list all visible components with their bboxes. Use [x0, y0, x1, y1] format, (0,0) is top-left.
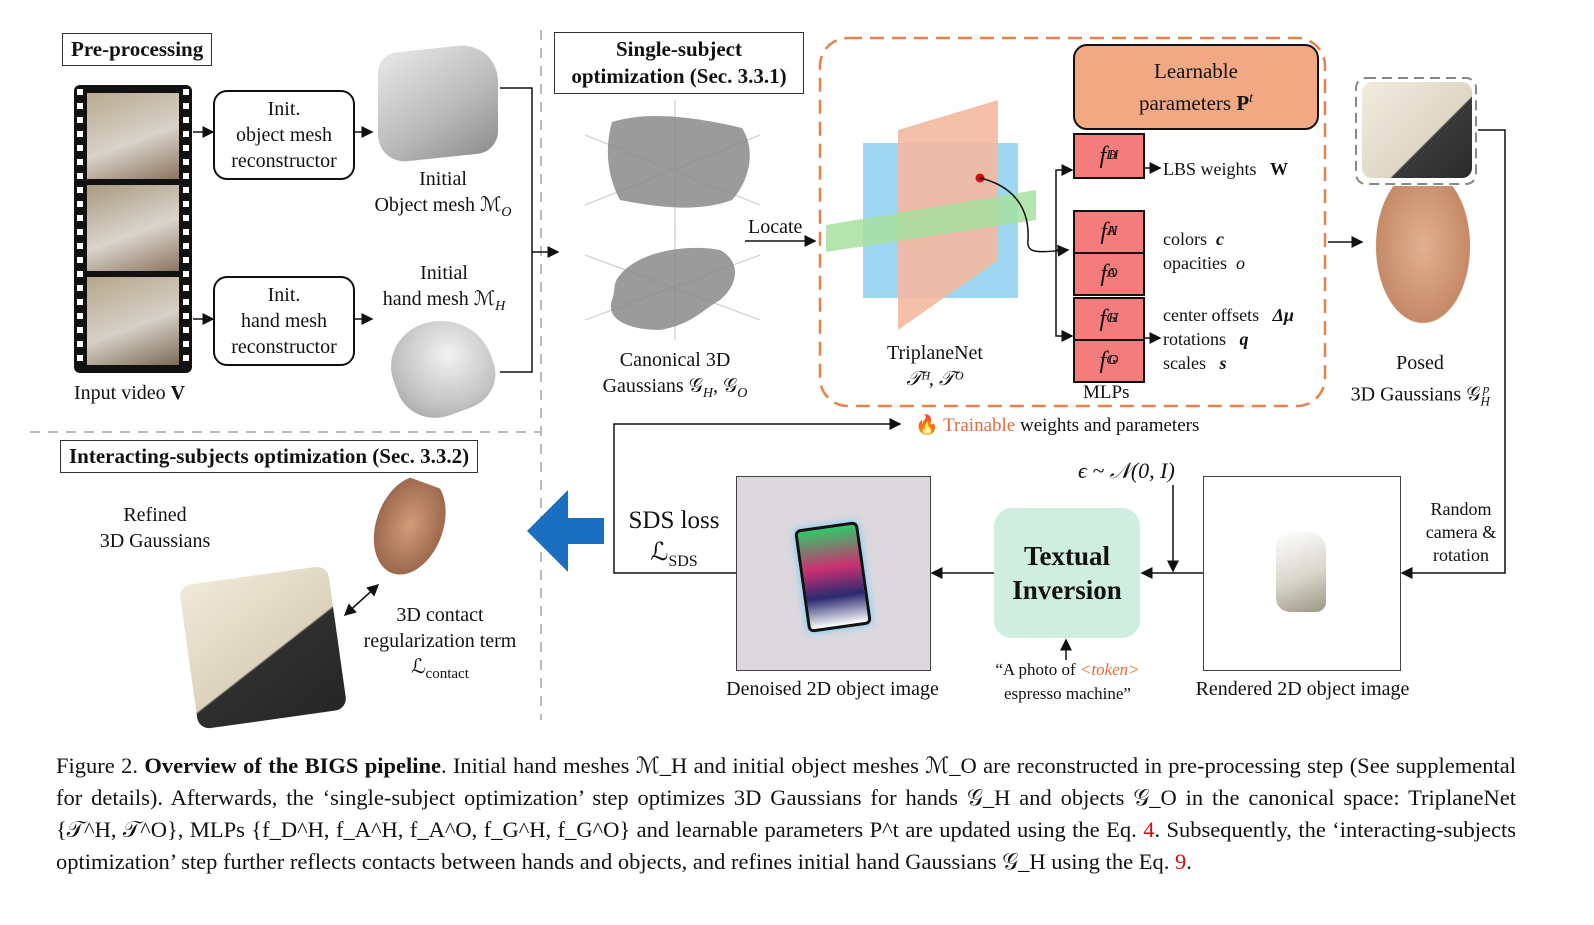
video-frame-1 — [87, 93, 179, 179]
sds-loss-label: SDS loss ℒSDS — [628, 507, 720, 570]
refined-gaussians-label: Refined 3D Gaussians — [99, 504, 211, 552]
object-reconstructor-box: Init. object mesh reconstructor — [213, 90, 355, 180]
mlps-label: MLPs — [1083, 382, 1130, 403]
posed-object-image — [1362, 82, 1472, 178]
preprocessing-title: Pre-processing — [62, 33, 213, 66]
rendered-object — [1276, 532, 1326, 612]
prompt-label: “A photo of <token> espresso machine” — [995, 660, 1140, 703]
random-camera-label: Random camera & rotation — [1425, 499, 1497, 565]
single-subject-title: Single-subject optimization (Sec. 3.3.1) — [554, 32, 804, 94]
initial-object-mesh — [378, 41, 498, 165]
rotations-label: rotations q — [1163, 329, 1249, 349]
flame-icon: 🔥 — [915, 415, 939, 436]
film-holes-right — [183, 89, 189, 369]
scales-label: scales s — [1163, 353, 1227, 373]
posed-hand-image — [1368, 186, 1478, 336]
blue-arrow — [527, 490, 604, 572]
colors-label: colors c — [1163, 229, 1224, 249]
locate-label: Locate — [748, 216, 803, 238]
film-holes-left — [77, 89, 83, 369]
single-subject-dashed-box — [818, 36, 1327, 408]
contact-term-label: 3D contact regularization term ℒcontact — [363, 604, 517, 682]
triplanenet-label: TriplaneNet 𝒯ᴴ, 𝒯ᴼ — [887, 342, 983, 390]
triplane-green — [826, 190, 1036, 252]
canonical-gaussians-label: Canonical 3D Gaussians 𝒢H, 𝒢O — [602, 349, 748, 401]
canonical-object-blob — [607, 115, 750, 208]
trainable-label: 🔥 Trainable weights and parameters — [915, 415, 1200, 436]
rendered-image — [1203, 476, 1401, 671]
center-offsets-label: center offsets Δμ — [1163, 305, 1294, 325]
initial-object-label: Initial Object mesh ℳO — [374, 168, 512, 220]
interacting-title: Interacting-subjects optimization (Sec. … — [60, 440, 479, 473]
video-frame-3 — [87, 277, 179, 365]
textual-inversion-box: Textual Inversion — [994, 508, 1140, 638]
denoised-object — [794, 521, 872, 633]
input-video-label: Input video V — [74, 382, 186, 404]
lbs-weights-label: LBS weights W — [1163, 159, 1289, 179]
noise-label: ϵ ~ 𝒩(0, I) — [1078, 458, 1175, 483]
learnable-parameters-box: Learnable parameters Pt — [1073, 44, 1319, 130]
posed-gaussians-label: Posed 3D Gaussians 𝒢Hp — [1350, 352, 1490, 409]
canonical-hand-blob — [610, 247, 736, 330]
opacities-label: opacities o — [1163, 253, 1245, 273]
denoised-label: Denoised 2D object image — [726, 678, 939, 700]
film-strip — [74, 85, 192, 373]
refined-scene-image — [178, 565, 348, 730]
rendered-label: Rendered 2D object image — [1195, 678, 1410, 700]
hand-reconstructor-box: Init. hand mesh reconstructor — [213, 276, 355, 366]
video-frame-2 — [87, 185, 179, 271]
figure-caption: Figure 2. Overview of the BIGS pipeline.… — [56, 753, 1516, 874]
denoised-image — [736, 476, 931, 671]
initial-hand-label: Initial hand mesh ℳH — [382, 262, 506, 314]
